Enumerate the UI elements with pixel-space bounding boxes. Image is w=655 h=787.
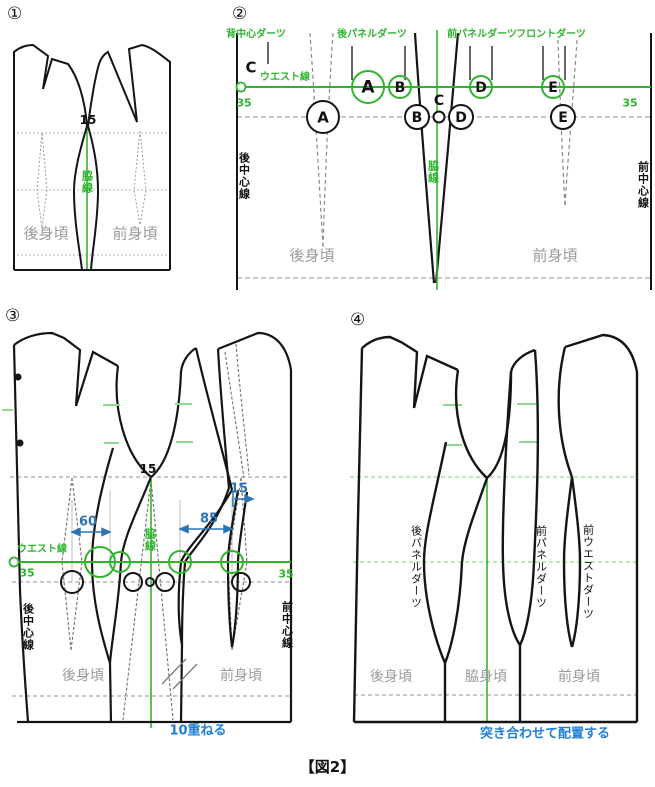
side-line-label: 脇線	[80, 170, 94, 194]
panel-4: ④ 後パネルダーツ 前パネルダーツ 前ウエストダーツ 後身頃 脇身頃 前身頃 突…	[345, 300, 655, 760]
waist-marker-circles	[351, 70, 565, 104]
back-bodice-label: 後身頃	[23, 224, 69, 243]
side-bodice-label: 脇身頃	[465, 669, 507, 685]
green-guide-dashed	[350, 476, 637, 563]
waist-marker-a: A	[361, 77, 375, 98]
label-pointer-lines	[267, 42, 566, 80]
waist-marker-d: D	[475, 80, 487, 96]
front-bodice-label: 前身頃	[112, 224, 158, 243]
back-bodice-label: 後身頃	[62, 668, 104, 684]
overlap-note: 10重ねる	[169, 723, 227, 739]
panel-1-number: ①	[7, 4, 23, 24]
front-waist-dart-label: 前ウエストダーツ	[581, 524, 595, 620]
waist-line-label: ウエスト線	[260, 72, 310, 83]
front-dart-label: フロントダーツ	[516, 29, 586, 40]
measurement-arrows	[70, 491, 255, 537]
green-notch-ticks	[2, 403, 193, 444]
bust-marker-circles	[60, 570, 251, 594]
waist-marker-e: E	[548, 80, 558, 96]
back-center-line-label: 後中心線	[237, 152, 251, 200]
panel-4-number: ④	[350, 310, 366, 330]
overlap-slash-marks	[161, 658, 198, 690]
panel-3: ③ 15 60 85 15 ウエスト線 35 35 脇線 後中心線 前中心線 後…	[0, 300, 345, 760]
back-center-line-label: 後中心線	[21, 603, 35, 651]
front-bodice-label: 前身頃	[558, 669, 600, 685]
waist-darts-dotted	[36, 130, 147, 229]
front-center-line-label: 前中心線	[636, 161, 650, 209]
measure-15-label: 15	[79, 113, 97, 127]
back-panel-dart-label: 後パネルダーツ	[337, 29, 407, 40]
measure-85-label: 85	[199, 511, 219, 527]
panel-3-drawing	[2, 331, 293, 728]
bust-marker-a: A	[317, 108, 329, 127]
green-notch-ticks	[443, 403, 537, 446]
original-darts-dashed	[309, 32, 578, 248]
side-line-label: 脇線	[426, 160, 440, 184]
back-bodice-label: 後身頃	[289, 246, 335, 265]
measure-35-left: 35	[236, 96, 252, 110]
panel-1: ① 15 脇線 後身頃 前身頃	[0, 0, 230, 300]
front-panel-dart-label: 前パネルダーツ	[534, 525, 548, 609]
measure-35-right: 35	[622, 96, 638, 110]
bodice-outline	[352, 333, 639, 724]
panel-2-drawing	[235, 30, 652, 290]
back-panel-dart-label: 後パネルダーツ	[409, 525, 423, 609]
center-lines	[236, 33, 652, 290]
bust-marker-e: E	[558, 110, 568, 126]
figure-caption: 【図2】	[299, 758, 356, 776]
bust-marker-c: C	[433, 93, 445, 109]
measure-15-label: 15	[139, 462, 157, 476]
measure-35-left: 35	[19, 566, 35, 580]
waist-start-circle	[235, 81, 247, 93]
button-dots	[14, 373, 24, 447]
measure-35-right: 35	[278, 567, 294, 581]
panel-3-number: ③	[5, 306, 21, 326]
butt-together-note: 突き合わせて配置する	[479, 726, 611, 742]
bust-marker-d: D	[455, 110, 467, 126]
panel-2-number: ②	[232, 4, 248, 24]
panel-1-drawing	[13, 43, 171, 271]
front-center-line-label: 前中心線	[280, 601, 294, 649]
front-bodice-label: 前身頃	[532, 246, 578, 265]
measure-60-label: 60	[78, 514, 98, 530]
back-bodice-label: 後身頃	[370, 669, 412, 685]
measure-15-blue-label: 15	[229, 481, 249, 497]
side-line-label: 脇線	[143, 528, 157, 552]
waist-marker-b: B	[394, 80, 406, 96]
bodice-outline	[13, 43, 171, 271]
bust-marker-circles	[306, 100, 576, 134]
side-seam-solid-lines	[413, 32, 460, 284]
bust-marker-b: B	[411, 110, 423, 126]
marker-c-left: C	[245, 58, 257, 77]
waist-start-circle	[8, 556, 20, 568]
front-panel-dart-label: 前パネルダーツ	[447, 29, 517, 40]
waist-marker-circles	[84, 546, 244, 578]
panel-2: ② 背中心ダーツ 後パネルダーツ 前パネルダーツ フロントダーツ C ウエスト線…	[226, 0, 655, 300]
back-center-dart-label: 背中心ダーツ	[226, 29, 286, 40]
bodice-outline	[12, 331, 293, 724]
panel-4-drawing	[350, 333, 639, 724]
front-bodice-label: 前身頃	[220, 668, 262, 684]
waist-line-label: ウエスト線	[17, 544, 67, 555]
